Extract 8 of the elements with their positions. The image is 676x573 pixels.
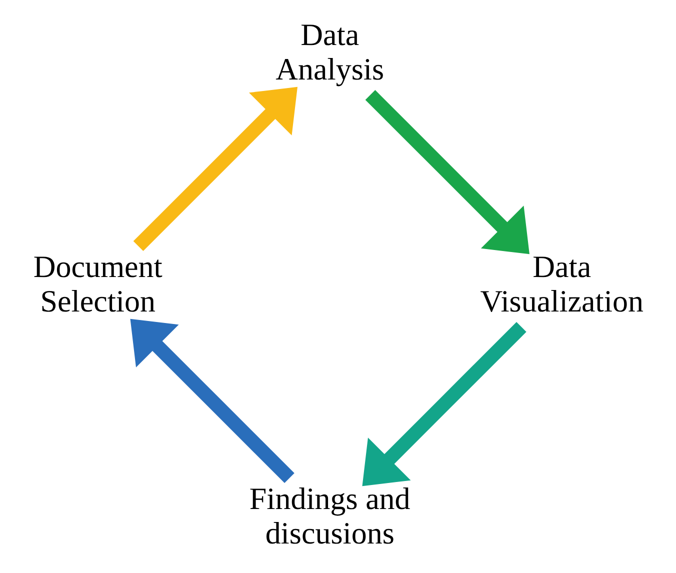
arrow (133, 86, 298, 252)
arrow (362, 322, 526, 486)
arrow (365, 90, 530, 254)
node-text: Findings and discusions (249, 481, 410, 550)
node-text: Data Visualization (480, 249, 644, 318)
arrow (130, 318, 294, 484)
node-text: Document Selection (33, 249, 162, 318)
node-text: Data Analysis (276, 17, 384, 86)
